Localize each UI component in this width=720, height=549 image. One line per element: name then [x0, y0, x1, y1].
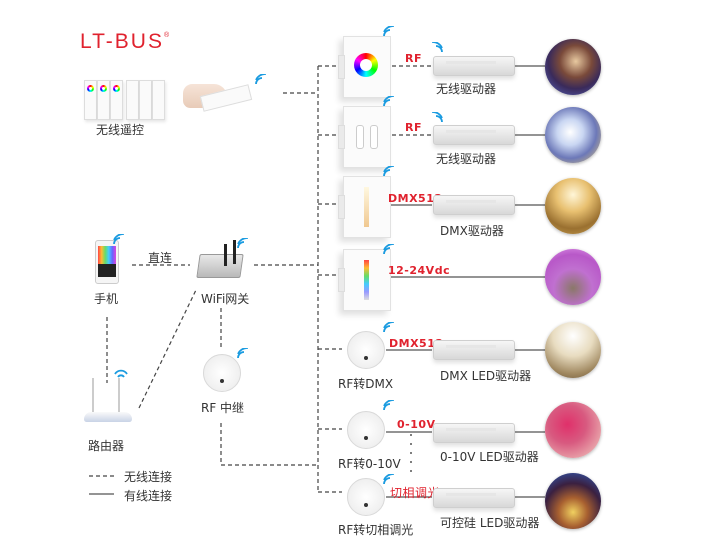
signal-label-dmx512: DMX512 [388, 192, 443, 205]
controller-label: RF转DMX [338, 377, 394, 391]
dmx-driver-icon [433, 195, 515, 215]
rf-repeater-label: RF 中继 [201, 401, 245, 415]
controller-label: RF转切相调光 [338, 523, 414, 537]
wireless-signal-icon [383, 474, 395, 485]
wireless-signal-icon [114, 369, 128, 378]
legend-wired-label: 有线连接 [124, 489, 173, 503]
rf-to-phase-dimmer-icon [347, 478, 385, 516]
signal-label-dmx512: DMX512 [389, 337, 444, 350]
signal-label-rf: RF [405, 121, 422, 134]
rgb-touch-panel-icon [338, 36, 391, 98]
scene-ceiling-room-image [545, 322, 601, 378]
wireless-signal-icon [383, 96, 395, 107]
signal-label-rf: RF [405, 52, 422, 65]
wifi-gateway-label: WiFi网关 [201, 292, 250, 306]
more-devices-ellipsis [410, 434, 412, 479]
gateway-antenna [233, 240, 236, 264]
rf-to-dmx-converter-icon [347, 331, 385, 369]
wireless-signal-icon [383, 400, 395, 411]
wireless-signal-icon [113, 234, 125, 245]
remote-controls-group [84, 80, 174, 120]
wireless-signal-icon [431, 42, 443, 53]
wireless-signal-icon [383, 26, 395, 37]
dimmer-panel-icon [338, 106, 391, 168]
controller-label: RF转0-10V [338, 457, 401, 471]
rf-repeater-icon [203, 354, 241, 392]
wireless-signal-icon [383, 322, 395, 333]
brand-logo: LT-BUS® [80, 30, 171, 54]
device-label: 无线驱动器 [436, 82, 497, 96]
dimmer-remote-icon [139, 80, 152, 120]
wireless-signal-icon [383, 166, 395, 177]
phone-label: 手机 [94, 292, 119, 306]
scene-purple-bedroom-image [545, 249, 601, 305]
legend-wireless-label: 无线连接 [124, 470, 173, 484]
device-label: DMX驱动器 [440, 224, 504, 238]
scene-bar-image [545, 473, 601, 529]
wifi-gateway-icon [196, 254, 244, 278]
dimmer-remote-icon [126, 80, 139, 120]
logo-text: LT-BUS [80, 30, 164, 53]
wireless-driver-icon [433, 125, 515, 145]
cct-panel-icon [338, 176, 391, 238]
scene-pink-room-image [545, 402, 601, 458]
gateway-antenna [224, 244, 227, 266]
device-label: 可控硅 LED驱动器 [440, 516, 540, 530]
direct-connection-label: 直连 [148, 251, 173, 265]
registered-mark: ® [163, 32, 172, 39]
wireless-signal-icon [255, 74, 267, 85]
signal-label-0-10v: 0-10V [397, 418, 436, 431]
rgb-remote-icon [84, 80, 97, 120]
signal-label-phase-cut: 切相调光 [390, 486, 441, 500]
rgbw-panel-icon [338, 249, 391, 311]
scene-hotel-lobby-image [545, 178, 601, 234]
wireless-signal-icon [237, 348, 249, 359]
scene-living-room-image [545, 107, 601, 163]
device-label: 无线驱动器 [436, 152, 497, 166]
router-to-gateway-line [138, 289, 197, 409]
remote-controls-label: 无线遥控 [96, 123, 145, 137]
triac-led-driver-icon [433, 488, 515, 508]
router-label: 路由器 [88, 439, 125, 453]
rgb-remote-icon [110, 80, 123, 120]
dimmer-remote-icon [152, 80, 165, 120]
router-icon [84, 378, 132, 426]
rgb-remote-icon [97, 80, 110, 120]
wireless-signal-icon [383, 244, 395, 255]
wireless-signal-icon [237, 238, 249, 249]
scene-cinema-image [545, 39, 601, 95]
0-10v-led-driver-icon [433, 423, 515, 443]
rf-to-0-10v-converter-icon [347, 411, 385, 449]
smartphone-icon [95, 240, 119, 284]
wireless-signal-icon [431, 112, 443, 123]
repeater-to-bus-line [220, 423, 318, 466]
signal-label-12-24vdc: 12-24Vdc [388, 264, 451, 277]
device-label: DMX LED驱动器 [440, 369, 532, 383]
dmx-led-driver-icon [433, 340, 515, 360]
device-label: 0-10V LED驱动器 [440, 450, 539, 464]
hand-holding-remote-icon [183, 80, 253, 114]
wireless-driver-icon [433, 56, 515, 76]
